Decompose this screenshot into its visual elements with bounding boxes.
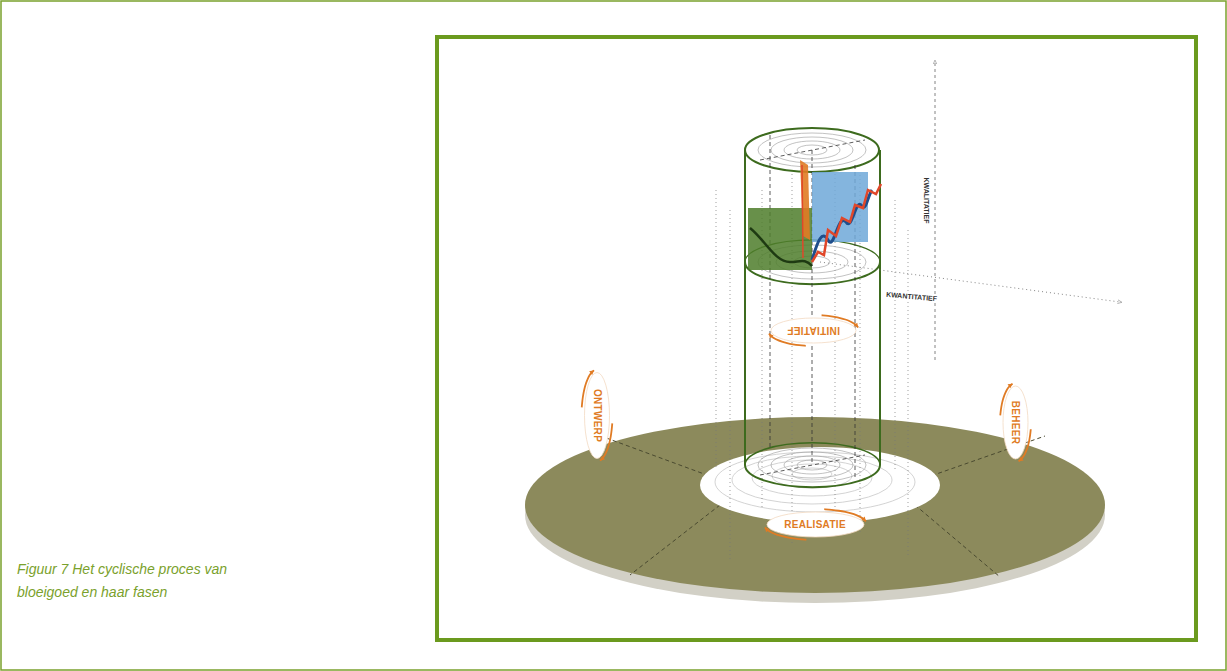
arrow-head xyxy=(853,322,858,327)
phase-label: REALISATIE xyxy=(784,519,846,530)
phase-label: ONTWERP xyxy=(592,388,603,441)
red-zigzag xyxy=(812,184,881,262)
phase-ellipse: INITIATIEF xyxy=(770,317,857,344)
figure-caption: Figuur 7 Het cyclische proces van bloeig… xyxy=(17,558,242,604)
arrow-head xyxy=(768,333,773,338)
phase-ellipse: REALISATIE xyxy=(766,511,865,538)
quantity-axis xyxy=(820,262,1120,302)
phase-ellipse: ONTWERP xyxy=(584,371,611,459)
figure-frame xyxy=(437,37,1196,640)
axis-label: KWALITATIEF xyxy=(922,177,929,223)
arrow-head xyxy=(861,516,866,521)
phase-dividers xyxy=(590,432,1045,577)
red-line xyxy=(802,165,803,258)
arrow-head xyxy=(764,527,769,532)
phase-label: BEHEER xyxy=(1010,400,1021,443)
arrow-head xyxy=(589,370,594,375)
phase-ellipse: BEHEER xyxy=(1002,385,1029,460)
arrow-head xyxy=(600,455,605,460)
arrow-head xyxy=(1007,383,1012,387)
quality-axis xyxy=(935,62,936,360)
phase-label: INITIATIEF xyxy=(787,325,840,336)
blue-wave xyxy=(812,190,872,260)
cylinder xyxy=(745,128,880,487)
arrow-head xyxy=(1018,456,1023,461)
